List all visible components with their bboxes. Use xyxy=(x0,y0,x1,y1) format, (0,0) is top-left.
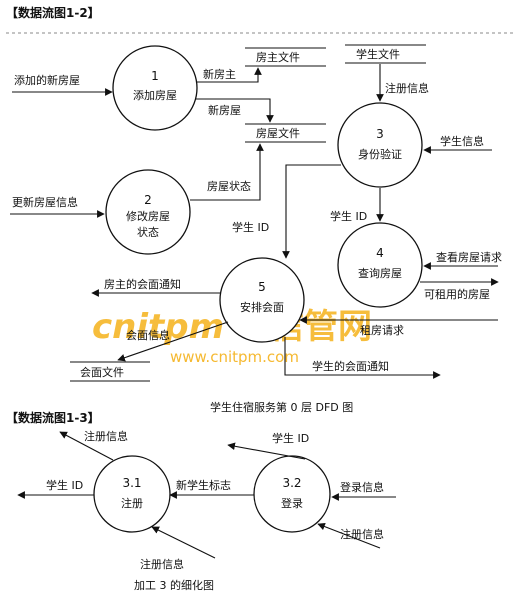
store-student-file: 学生文件 xyxy=(345,44,426,64)
store-owner-file-label: 房主文件 xyxy=(256,50,300,64)
process-5-arrange-meeting: 5 安排会面 xyxy=(219,257,305,343)
store-meeting-file: 会面文件 xyxy=(70,361,150,382)
store-student-file-label: 学生文件 xyxy=(356,47,400,61)
flow-student-notice-label: 学生的会面通知 xyxy=(312,359,389,373)
process-1-add-house: 1 添加房屋 xyxy=(112,45,198,131)
flow-student-id-to-4: 学生 ID xyxy=(330,188,384,223)
process-5-number: 5 xyxy=(258,280,266,294)
flow-student-info: 学生信息 xyxy=(423,134,492,154)
flow-rentable: 可租用的房屋 xyxy=(420,278,499,301)
dfd1-caption: 加工 3 的细化图 xyxy=(134,578,214,592)
flow-student-id-b-label: 学生 ID xyxy=(232,220,269,234)
flow-house-state: 房屋状态 xyxy=(190,143,264,201)
process-4-query-house: 4 查询房屋 xyxy=(337,222,423,308)
flow-new-student-flag-label: 新学生标志 xyxy=(176,478,231,492)
flow-house-state-label: 房屋状态 xyxy=(207,179,251,193)
flow-rent-request-label: 租房请求 xyxy=(360,324,404,337)
header-dfd-1-2: 【数据流图1-2】 xyxy=(6,5,100,20)
flow-register-info-label: 注册信息 xyxy=(385,81,429,95)
process-2-number: 2 xyxy=(144,193,152,207)
process-3-1-name: 注册 xyxy=(121,496,143,510)
flow-rent-request: 租房请求 xyxy=(299,316,498,337)
flow-new-house-in-label: 添加的新房屋 xyxy=(14,73,80,87)
flow-register-info-bottom: 注册信息 xyxy=(140,526,216,571)
flow-owner-notice-label: 房主的会面通知 xyxy=(104,277,181,291)
flow-student-id-out-label: 学生 ID xyxy=(46,478,83,492)
flow-login-info: 登录信息 xyxy=(331,480,396,501)
store-house-file-label: 房屋文件 xyxy=(256,126,300,140)
flow-student-id-in: 学生 ID xyxy=(227,431,309,460)
store-meeting-file-label: 会面文件 xyxy=(80,365,124,379)
flow-meeting-info: 会面信息 xyxy=(117,321,229,362)
process-4-number: 4 xyxy=(376,246,384,260)
flow-student-notice: 学生的会面通知 xyxy=(284,337,441,379)
header-dfd-1-3: 【数据流图1-3】 xyxy=(6,410,100,425)
process-3-identity-check: 3 身份验证 xyxy=(337,102,423,188)
process-3-1-number: 3.1 xyxy=(122,476,141,490)
flow-login-info-label: 登录信息 xyxy=(340,480,384,494)
process-1-name: 添加房屋 xyxy=(133,88,177,102)
flow-student-id-to-5: 学生 ID xyxy=(232,164,341,259)
flow-register-info-in-label: 注册信息 xyxy=(340,527,384,541)
store-house-file: 房屋文件 xyxy=(245,123,326,143)
flow-register-info-out-label: 注册信息 xyxy=(84,429,128,443)
process-3-2-login: 3.2 登录 xyxy=(253,455,331,533)
flow-meeting-info-label: 会面信息 xyxy=(126,328,170,342)
flow-student-info-label: 学生信息 xyxy=(440,134,484,148)
flow-register-info-in: 注册信息 xyxy=(317,522,384,549)
flow-student-id-out: 学生 ID xyxy=(17,478,94,499)
process-3-name: 身份验证 xyxy=(358,147,402,161)
process-2-modify-house-state: 2 修改房屋 状态 xyxy=(105,169,191,255)
flow-register-info-bottom-label: 注册信息 xyxy=(140,557,184,571)
process-3-1-register: 3.1 注册 xyxy=(93,455,171,533)
flow-new-owner-label: 新房主 xyxy=(203,67,236,81)
process-4-name: 查询房屋 xyxy=(358,266,402,280)
process-3-2-number: 3.2 xyxy=(282,476,301,490)
flow-student-id-in-label: 学生 ID xyxy=(272,431,309,445)
flow-new-house-label: 新房屋 xyxy=(208,103,241,117)
flow-register-info: 注册信息 xyxy=(376,64,429,102)
process-3-2-name: 登录 xyxy=(281,496,303,510)
flow-view-request: 查看房屋请求 xyxy=(423,250,502,270)
flow-register-info-out: 注册信息 xyxy=(59,429,128,461)
flow-update-house-info: 更新房屋信息 xyxy=(10,195,105,218)
flow-student-id-a-label: 学生 ID xyxy=(330,209,367,223)
flow-owner-notice: 房主的会面通知 xyxy=(91,277,221,297)
watermark-url: www.cnitpm.com xyxy=(170,348,299,366)
store-owner-file: 房主文件 xyxy=(245,47,326,67)
flow-new-owner: 新房主 xyxy=(196,67,262,83)
process-3-number: 3 xyxy=(376,127,384,141)
flow-update-house-info-label: 更新房屋信息 xyxy=(12,195,78,209)
flow-view-request-label: 查看房屋请求 xyxy=(436,250,502,264)
flow-new-house-in: 添加的新房屋 xyxy=(12,73,113,96)
flow-new-student-flag: 新学生标志 xyxy=(169,478,254,499)
flow-rentable-label: 可租用的房屋 xyxy=(424,287,490,301)
process-2-name: 修改房屋 xyxy=(126,209,170,223)
process-2-name-line2: 状态 xyxy=(137,225,159,239)
dfd0-caption: 学生住宿服务第 0 层 DFD 图 xyxy=(210,400,353,414)
watermark-brand: cnitpm xyxy=(92,307,224,347)
process-5-name: 安排会面 xyxy=(240,300,284,314)
flow-new-house: 新房屋 xyxy=(195,98,274,123)
process-1-number: 1 xyxy=(151,69,159,83)
